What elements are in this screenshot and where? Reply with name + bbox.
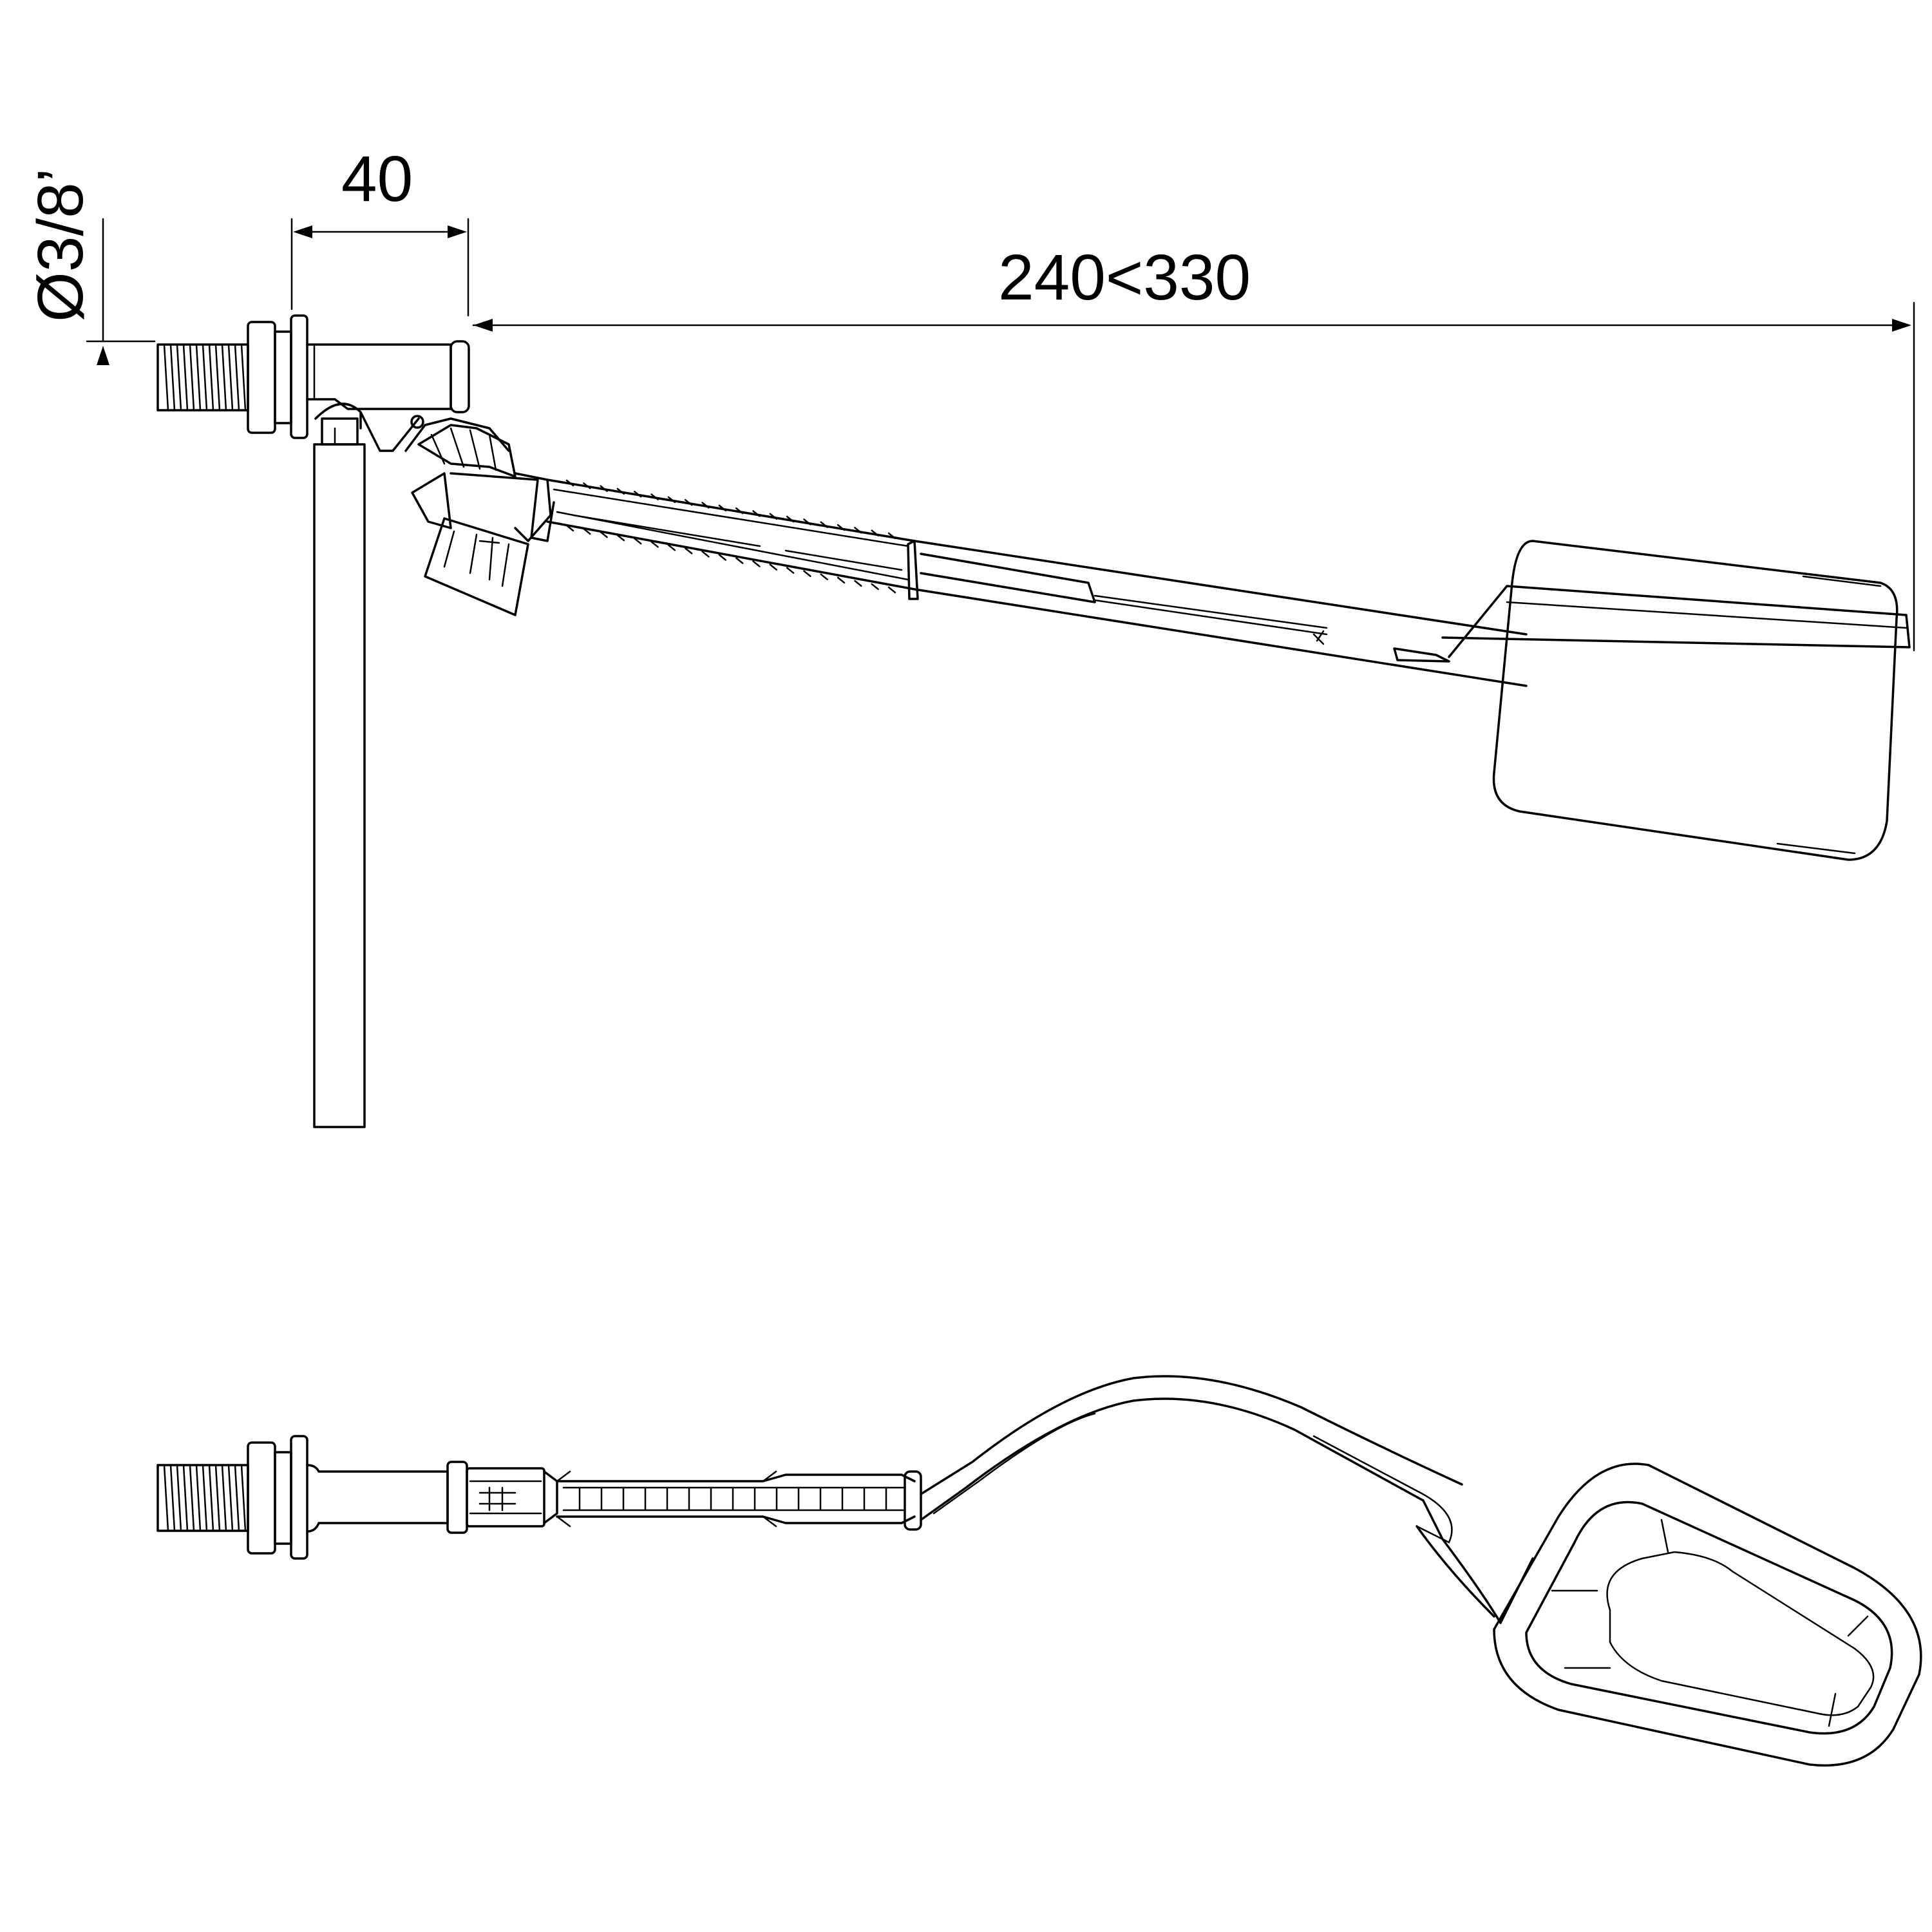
drawing-stroke [684, 547, 693, 554]
drawing-stroke [752, 510, 761, 517]
drawing-stroke [176, 343, 182, 412]
drawing-stroke [887, 586, 896, 594]
drawing-stroke [234, 343, 240, 412]
drawing-stroke [667, 544, 676, 551]
drawing-stroke [208, 343, 214, 412]
drawing-stroke [234, 1464, 240, 1532]
drawing-stroke [202, 343, 208, 412]
drawing-stroke [195, 343, 202, 412]
drawing-stroke [214, 1464, 221, 1532]
vertical-tube [313, 402, 366, 1128]
drawing-stroke [634, 537, 642, 545]
drawing-stroke [208, 1464, 214, 1532]
diameter-label: Ø3/8’ [24, 168, 97, 322]
drawing-stroke [240, 343, 247, 412]
drawing-stroke [163, 1464, 169, 1532]
float-arm-top [556, 1375, 1502, 1624]
drawing-stroke [820, 573, 828, 581]
drawing-stroke [684, 498, 693, 506]
arm-length-label: 240<330 [998, 242, 1251, 314]
drawing-stroke [176, 1464, 182, 1532]
drawing-stroke [718, 554, 727, 561]
drawing-stroke [650, 541, 659, 548]
drawing-stroke [837, 576, 846, 584]
drawing-stroke [189, 1464, 195, 1532]
drawing-stroke [650, 493, 659, 500]
drawing-stroke [583, 482, 591, 489]
drawing-stroke [163, 343, 169, 412]
drawing-stroke [871, 583, 879, 591]
drawing-stroke [701, 551, 710, 558]
drawing-stroke [820, 521, 828, 528]
drawing-stroke [786, 515, 795, 523]
drawing-stroke [600, 485, 608, 492]
drawing-stroke [752, 560, 761, 567]
width-label: 40 [341, 143, 413, 215]
threaded-inlet-top [156, 1464, 249, 1532]
drawing-stroke [600, 531, 608, 538]
drawing-stroke [227, 343, 234, 412]
dimension-width: 40 [290, 143, 469, 317]
drawing-stroke [871, 529, 879, 536]
drawing-stroke [634, 491, 642, 498]
drawing-stroke [169, 343, 176, 412]
drawing-stroke [616, 534, 625, 542]
drawing-stroke [583, 527, 591, 535]
top-view [156, 1375, 1922, 1767]
drawing-stroke [182, 343, 189, 412]
drawing-stroke [803, 518, 811, 526]
drawing-stroke [735, 557, 744, 564]
drawing-stroke [837, 524, 846, 531]
drawing-stroke [616, 488, 625, 495]
drawing-stroke [240, 1464, 247, 1532]
drawing-stroke [195, 1464, 202, 1532]
drawing-stroke [214, 343, 221, 412]
drawing-stroke [202, 1464, 208, 1532]
threaded-inlet [156, 343, 249, 412]
drawing-stroke [227, 1464, 234, 1532]
drawing-stroke [169, 1464, 176, 1532]
drawing-stroke [769, 564, 778, 571]
drawing-stroke [854, 580, 862, 587]
drawing-stroke [701, 502, 710, 509]
dimension-diameter: Ø3/8’ [24, 168, 156, 365]
drawing-stroke [854, 527, 862, 534]
drawing-stroke [735, 507, 744, 515]
drawing-stroke [221, 1464, 227, 1532]
drawing-stroke [786, 567, 795, 574]
dimension-arm-length: 240<330 [472, 242, 1915, 652]
side-view [156, 314, 1911, 1128]
float-top [1493, 1463, 1922, 1767]
drawing-stroke [565, 479, 574, 487]
float-side [1492, 540, 1899, 861]
drawing-stroke [182, 1464, 189, 1532]
drawing-stroke [565, 524, 574, 532]
drawing-stroke [221, 343, 227, 412]
drawing-stroke [887, 532, 896, 540]
drawing-stroke [769, 513, 778, 520]
drawing-stroke [189, 343, 195, 412]
drawing-stroke [667, 496, 676, 504]
float-arm [546, 478, 1911, 687]
drawing-stroke [718, 504, 727, 512]
drawing-stroke [803, 570, 811, 577]
pivot-bracket [411, 472, 555, 616]
